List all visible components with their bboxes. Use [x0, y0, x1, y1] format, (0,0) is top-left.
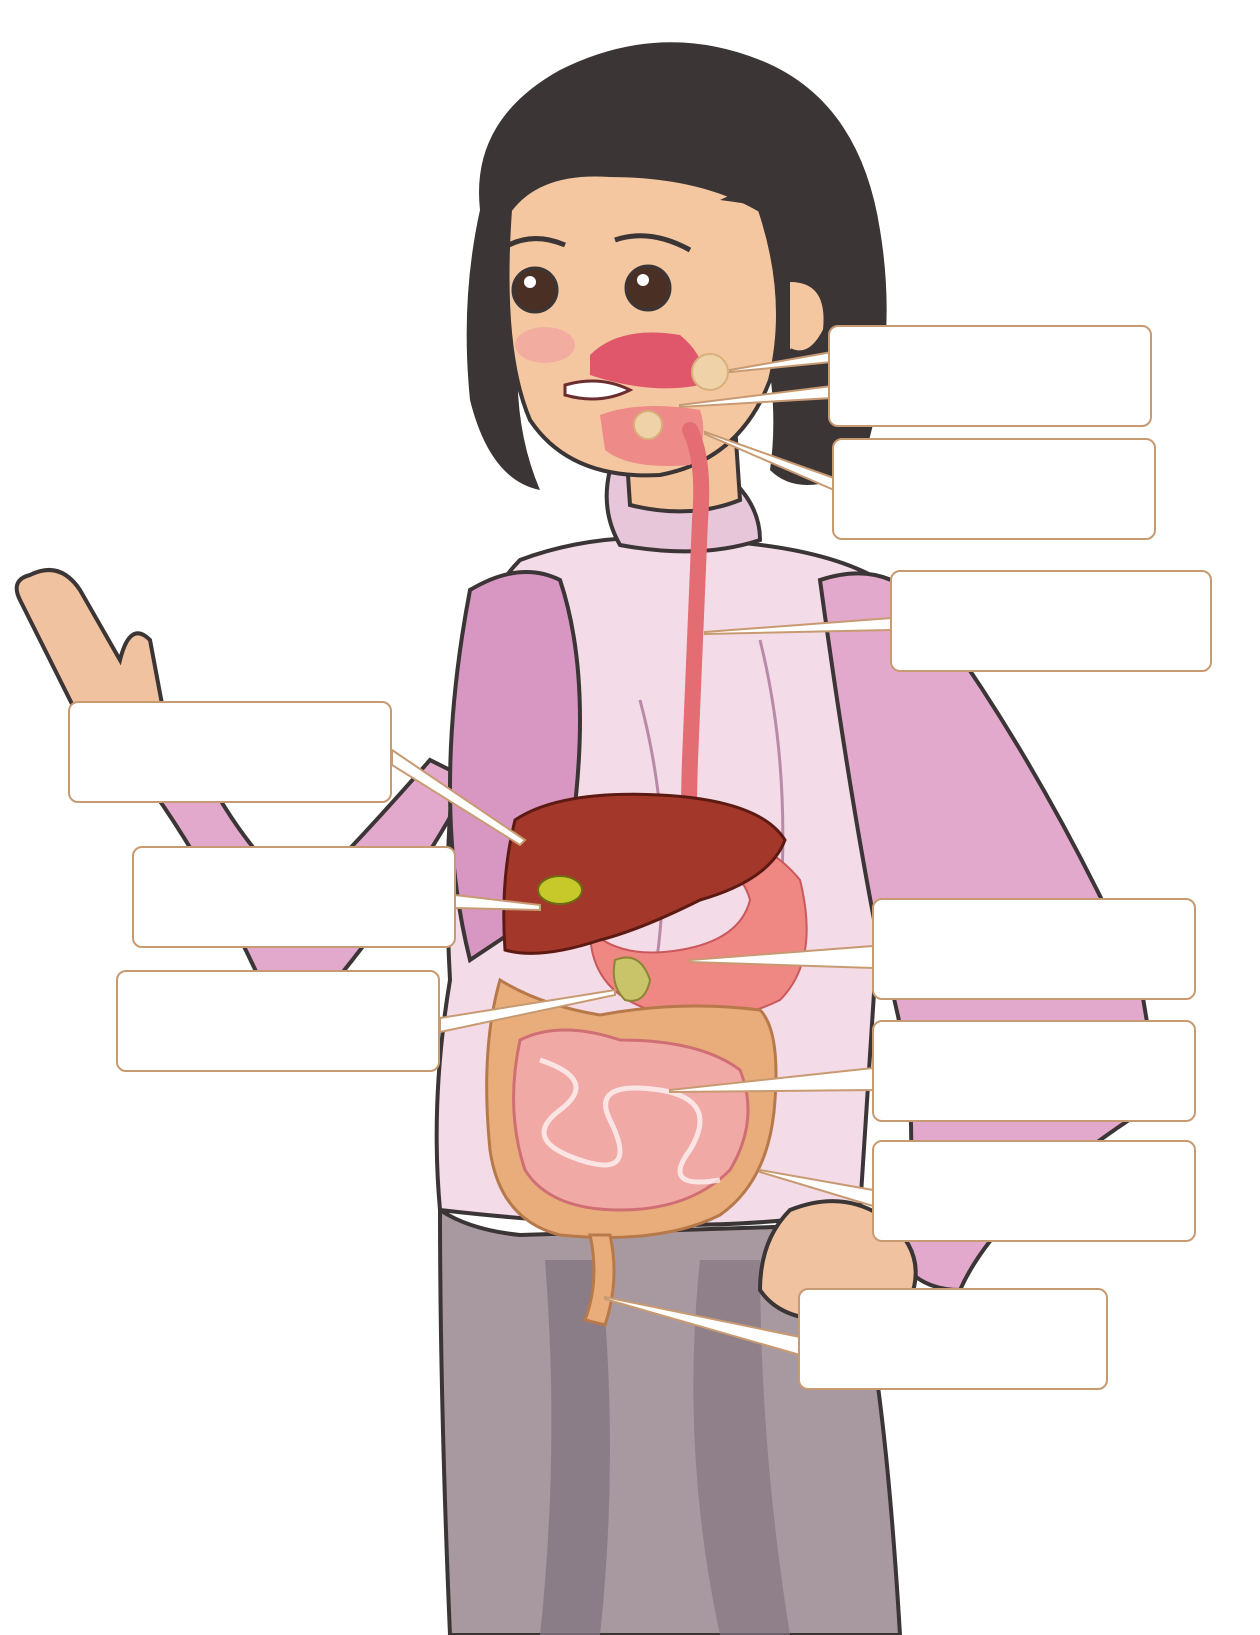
- label-text: [134, 848, 454, 904]
- label-box-stomach[interactable]: [872, 898, 1196, 1000]
- label-box-pancreas[interactable]: [116, 970, 440, 1072]
- label-text: [800, 1290, 1106, 1346]
- label-text: [118, 972, 438, 1028]
- label-box-esophagus[interactable]: [890, 570, 1212, 672]
- label-box-gallbladder[interactable]: [132, 846, 456, 948]
- label-text: [830, 327, 1150, 383]
- label-box-small-intestine[interactable]: [872, 1020, 1196, 1122]
- gallbladder: [538, 876, 582, 904]
- label-text: [874, 900, 1194, 956]
- label-text: [834, 440, 1154, 496]
- label-box-rectum[interactable]: [798, 1288, 1108, 1390]
- label-text: [70, 703, 390, 759]
- label-text: [874, 1022, 1194, 1078]
- label-text: [874, 1142, 1194, 1198]
- label-text: [892, 572, 1210, 628]
- label-box-liver[interactable]: [68, 701, 392, 803]
- label-box-throat[interactable]: [832, 438, 1156, 540]
- label-box-large-intestine[interactable]: [872, 1140, 1196, 1242]
- label-box-mouth[interactable]: [828, 325, 1152, 427]
